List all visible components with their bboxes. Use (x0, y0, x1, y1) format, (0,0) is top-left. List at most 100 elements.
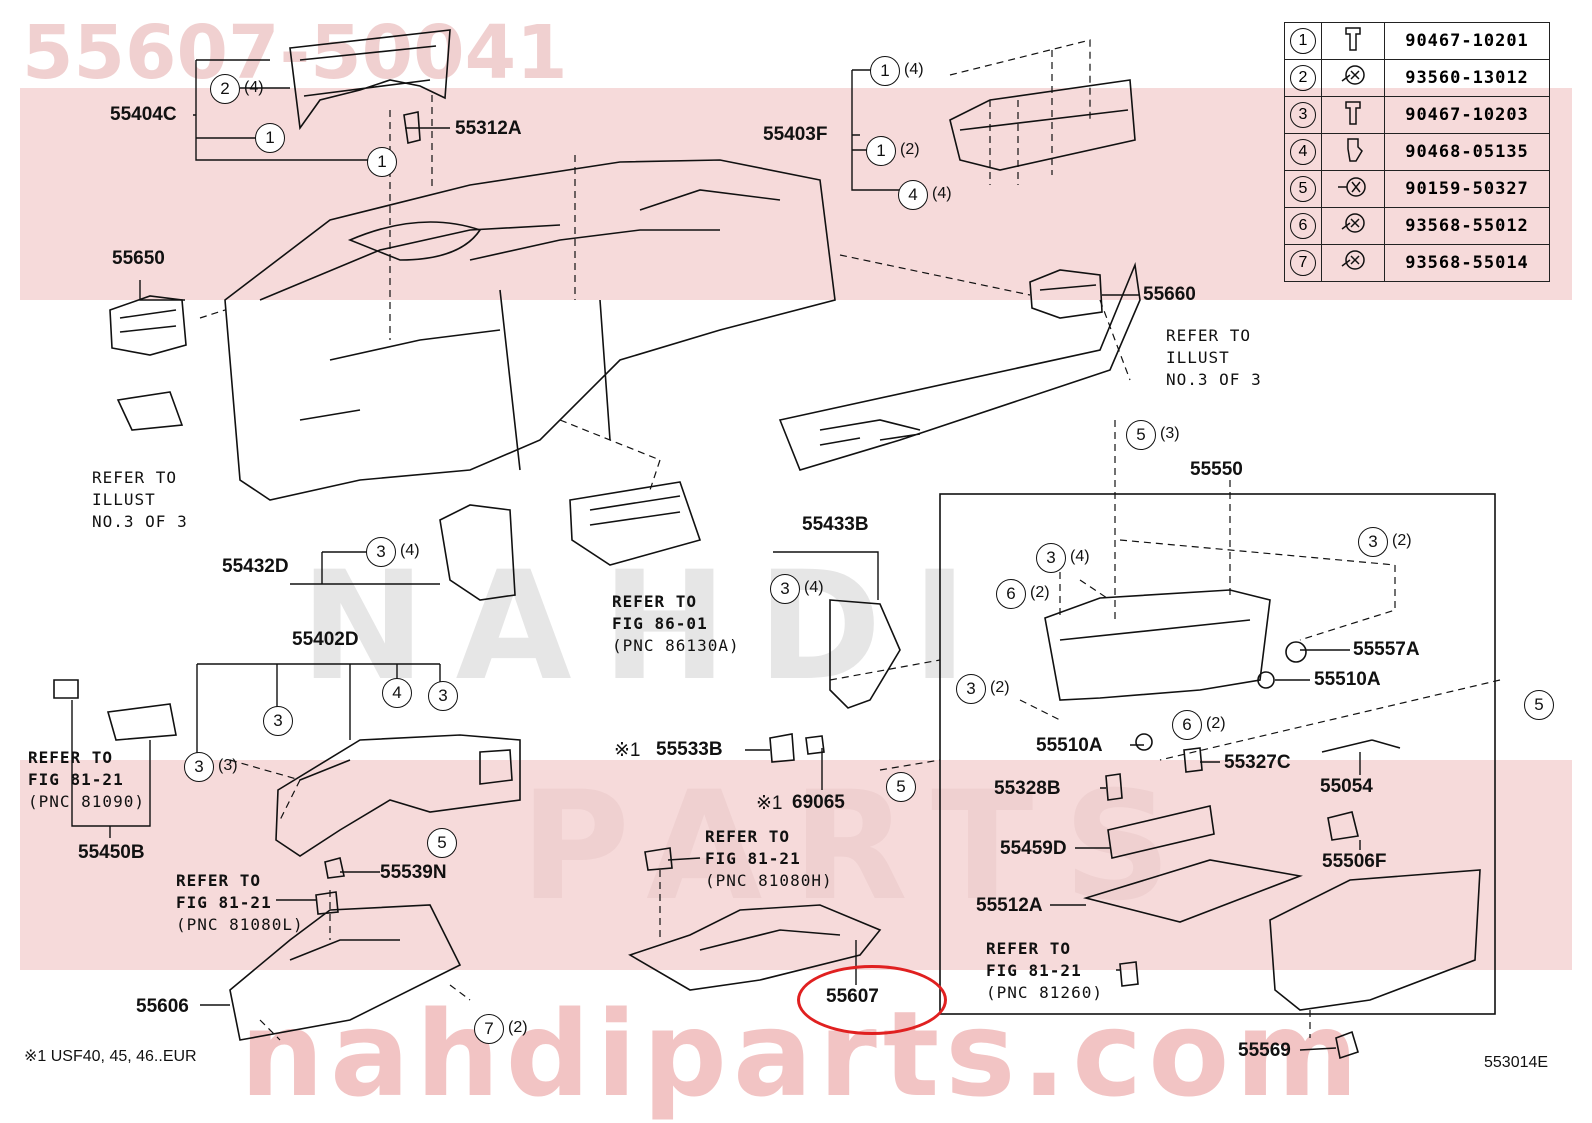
bolt-icon (1338, 176, 1366, 197)
part-55539n: 55539N (380, 862, 447, 883)
callout-circle: 5 (886, 772, 916, 802)
callout-qty: (2) (1206, 715, 1226, 732)
callout-circle: 1 (866, 136, 896, 166)
register-55660-shape (1029, 269, 1103, 319)
damper-55054-shape (1321, 739, 1401, 753)
part-55650: 55650 (112, 248, 165, 269)
legend-code: 90467-10201 (1384, 22, 1550, 60)
legend-code: 90159-50327 (1384, 170, 1550, 208)
part-55506f: 55506F (1322, 851, 1387, 872)
legend-code: 93568-55014 (1384, 244, 1550, 282)
callout-qty: (3) (1160, 425, 1180, 442)
callout-circle: 4 (382, 678, 412, 708)
legend-code: 93560-13012 (1384, 59, 1550, 97)
bumper-55510a-shape (1135, 671, 1275, 751)
callout-qty: (2) (1030, 584, 1050, 601)
part-55327c: 55327C (1224, 752, 1291, 773)
glovebox-frame-shape (1044, 589, 1271, 701)
legend-index: 5 (1290, 176, 1316, 202)
legend-index: 2 (1290, 65, 1316, 91)
callout-circle: 5 (427, 828, 457, 858)
clip-icon (1345, 100, 1361, 125)
figure-code: 553014E (1484, 1054, 1549, 1071)
audio-unit-shape (569, 481, 702, 566)
part-55660: 55660 (1143, 284, 1196, 305)
part-55569: 55569 (1238, 1040, 1291, 1061)
part-55404c: 55404C (110, 104, 177, 125)
highlight-ring-55607 (797, 965, 947, 1035)
mark-footnote-1a: ※1 (614, 740, 641, 761)
callout-circle: 3 (184, 752, 214, 782)
lower-cover-55607-shape (628, 904, 882, 991)
clip-icon (1347, 137, 1363, 162)
callout-circle: 7 (474, 1014, 504, 1044)
legend-index: 1 (1290, 28, 1316, 54)
callout-qty: (4) (1070, 548, 1090, 565)
part-55402d: 55402D (292, 629, 359, 650)
callout-qty: (2) (990, 679, 1010, 696)
screw-icon (1341, 64, 1365, 85)
lock-55506f-shape (1327, 811, 1359, 841)
connector-81080h-shape (644, 847, 673, 871)
legend-index: 7 (1290, 250, 1316, 276)
meter-hood-shape (289, 29, 451, 131)
callout-circle: 5 (1524, 690, 1554, 720)
callout-circle: 1 (367, 147, 397, 177)
callout-qty: (4) (244, 79, 264, 96)
part-55550: 55550 (1190, 459, 1243, 480)
legend-row: 5 90159-50327 (1284, 170, 1550, 208)
callout-circle: 6 (996, 579, 1026, 609)
screw-icon (1341, 249, 1365, 270)
register-55650-shape (109, 295, 187, 356)
callout-qty: (2) (1392, 532, 1412, 549)
callout-circle: 1 (870, 56, 900, 86)
finish-panel-55433b-shape (829, 599, 901, 709)
callout-qty: (2) (508, 1019, 528, 1036)
instrument-panel-shape (224, 159, 836, 501)
center-garnish-shape (778, 261, 1141, 471)
callout-circle: 6 (1172, 710, 1202, 740)
screw-icon (1341, 212, 1365, 233)
part-55510a-right: 55510A (1314, 669, 1381, 690)
clip-55327c-shape (1183, 747, 1203, 773)
legend-code: 93568-55012 (1384, 207, 1550, 245)
legend-index: 3 (1290, 102, 1316, 128)
callout-qty: (4) (932, 185, 952, 202)
part-55606: 55606 (136, 996, 189, 1017)
legend-row: 2 93560-13012 (1284, 59, 1550, 97)
part-55054: 55054 (1320, 776, 1373, 797)
callout-circle: 3 (770, 574, 800, 604)
side-piece-left-shape (116, 391, 184, 431)
watermark-band-bottom (20, 760, 1572, 970)
callout-circle: 3 (263, 706, 293, 736)
glovebox-door-shape (1269, 869, 1481, 1011)
part-55459d: 55459D (1000, 838, 1067, 859)
lower-panel-55402d-shape (275, 734, 521, 857)
connector-81260-shape (1119, 961, 1139, 987)
finish-panel-55432d-shape (439, 504, 516, 601)
bumper-55569-shape (1335, 1030, 1359, 1060)
part-55328b: 55328B (994, 778, 1061, 799)
callout-qty: (4) (904, 61, 924, 78)
panel-55459d-shape (1107, 805, 1215, 859)
callout-circle: 5 (1126, 420, 1156, 450)
part-55510a-left: 55510A (1036, 735, 1103, 756)
legend-row: 1 90467-10201 (1284, 22, 1550, 60)
callout-qty: (2) (900, 141, 920, 158)
clip-55328b-shape (1105, 773, 1123, 801)
clip-55533b-shape (769, 733, 825, 763)
callout-circle: 1 (255, 123, 285, 153)
callout-circle: 3 (428, 681, 458, 711)
part-55403f: 55403F (763, 124, 828, 145)
callout-qty: (3) (218, 757, 238, 774)
under-cover-55606-shape (229, 904, 462, 1041)
part-55433b: 55433B (802, 514, 869, 535)
